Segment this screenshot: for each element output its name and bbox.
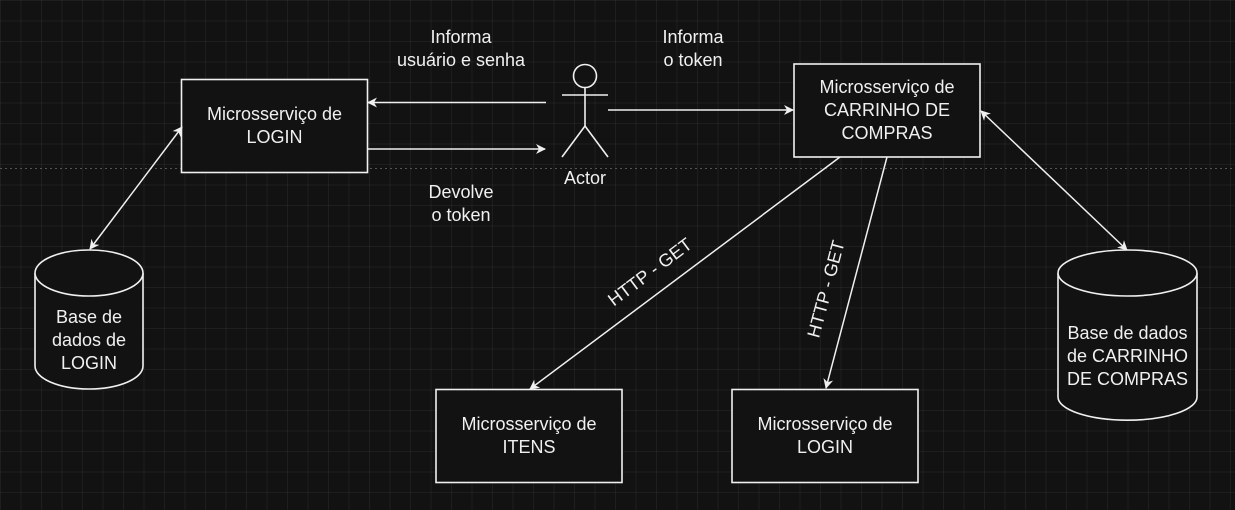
login-service-bottom-box[interactable]	[731, 388, 919, 484]
edge-login-db[interactable]	[89, 126, 183, 250]
cart-service-label: Microsserviço de CARRINHO DE COMPRAS	[819, 77, 955, 143]
actor-figure[interactable]	[561, 63, 609, 158]
edge-cart-to-items[interactable]	[529, 156, 841, 390]
items-service-box[interactable]	[435, 388, 623, 484]
edge-cart-to-login[interactable]	[823, 156, 888, 389]
login-service-box[interactable]	[180, 78, 369, 174]
actor-label: Actor	[563, 168, 606, 188]
edge-label-devolve-token: Devolve o token	[428, 182, 494, 225]
cart-db-cylinder[interactable]	[1057, 249, 1198, 421]
login-service-label: Microsserviço de LOGIN	[206, 104, 343, 147]
items-service-label: Microsserviço de ITENS	[461, 414, 597, 457]
login-db-cylinder[interactable]	[34, 249, 144, 390]
edge-label-informa-usuario: Informa usuário e senha	[396, 27, 526, 70]
cart-service-box[interactable]	[793, 63, 981, 158]
edge-cart-db[interactable]	[980, 110, 1128, 251]
login-db-label: Base de dados de LOGIN	[51, 307, 127, 373]
edge-label-informa-token: Informa o token	[662, 27, 724, 70]
login-service-bottom-label: Microsserviço de LOGIN	[757, 414, 893, 457]
cart-db-label: Base de dados de CARRINHO DE COMPRAS	[1066, 323, 1189, 389]
